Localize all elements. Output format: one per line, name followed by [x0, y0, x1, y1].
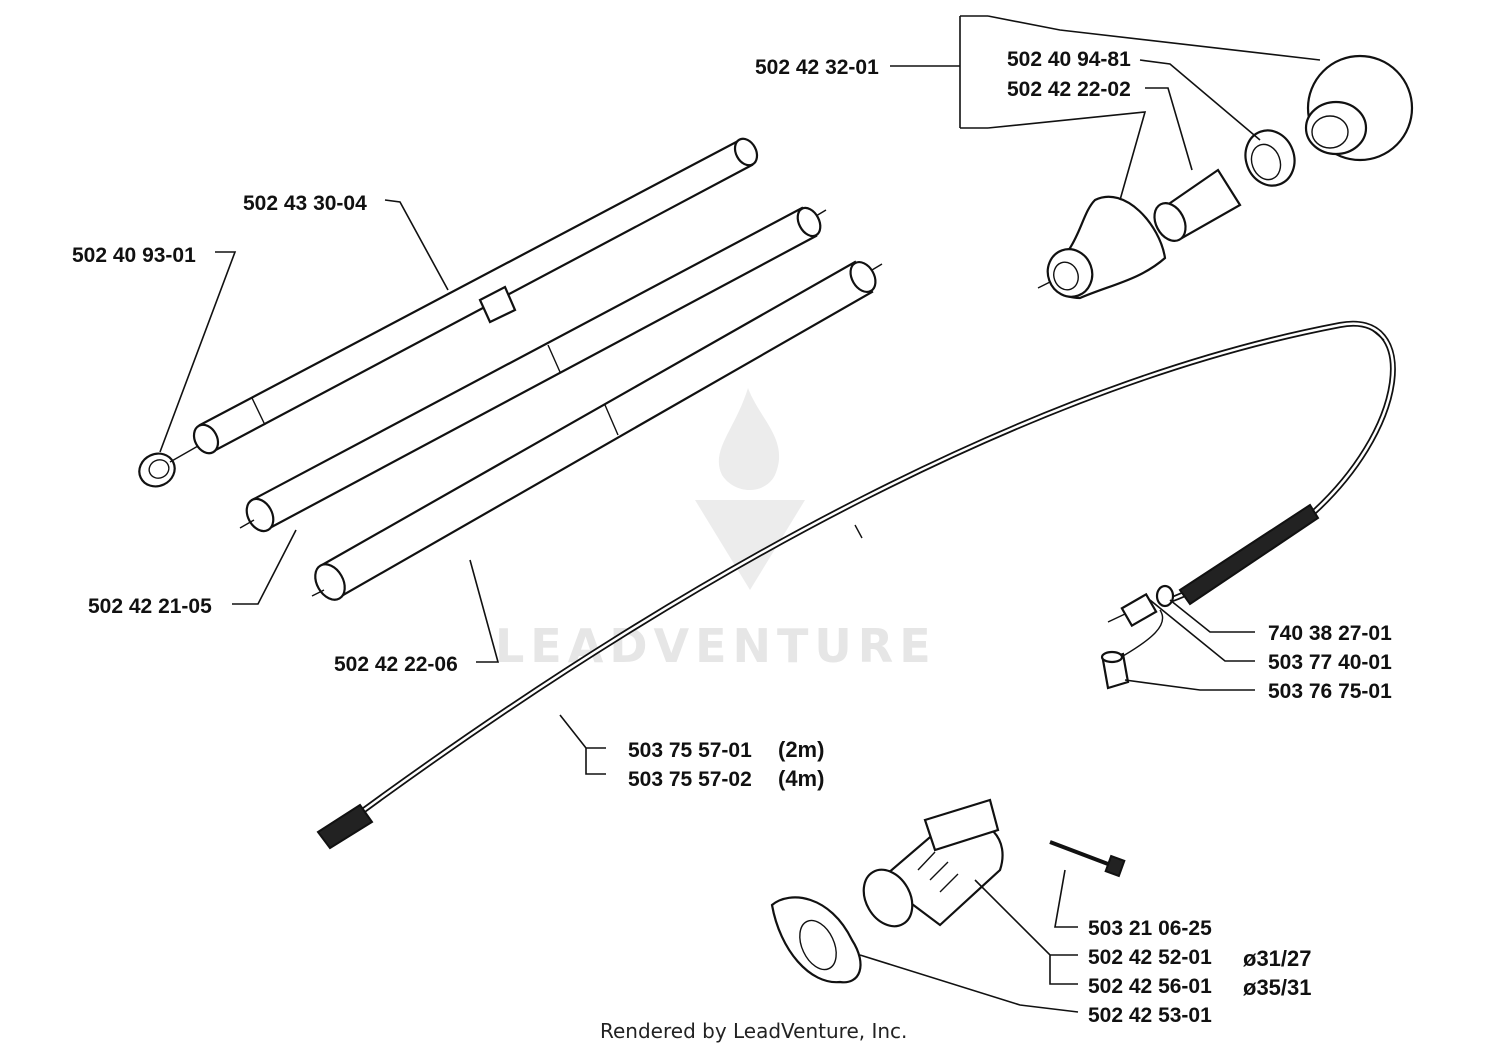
footer-credit: Rendered by LeadVenture, Inc. [600, 1019, 907, 1043]
part-503-77-40-01[interactable]: 503 77 40-01 [1268, 651, 1392, 674]
part-502-42-56-01[interactable]: 502 42 56-01 [1088, 975, 1212, 998]
cable-cap [1100, 609, 1164, 690]
note-diameter-35-31: ø35/31 [1243, 975, 1312, 1000]
bearing-cup-small [1037, 195, 1167, 300]
watermark: LEADVENTURE [495, 388, 937, 673]
cable-end-fitting [1107, 584, 1175, 628]
drive-cable [316, 320, 1396, 850]
clamp-knob [770, 896, 862, 984]
leader-lines [159, 15, 1321, 1013]
part-502-42-22-02[interactable]: 502 42 22-02 [1007, 78, 1131, 101]
part-502-40-94-81[interactable]: 502 40 94-81 [1007, 48, 1131, 71]
bearing-cup-large [1304, 54, 1414, 162]
part-502-42-32-01[interactable]: 502 42 32-01 [755, 56, 879, 79]
clamp-ring [1244, 129, 1296, 187]
coupling-housing [862, 798, 1004, 928]
watermark-v-icon [695, 500, 805, 590]
watermark-flame-icon [718, 388, 780, 490]
part-502-40-93-01[interactable]: 502 40 93-01 [72, 244, 196, 267]
part-503-75-57-02[interactable]: 503 75 57-02 [628, 768, 752, 791]
part-502-42-22-06[interactable]: 502 42 22-06 [334, 653, 458, 676]
note-length-2m: (2m) [778, 737, 824, 762]
tube-middle [239, 206, 827, 533]
part-503-75-57-01[interactable]: 503 75 57-01 [628, 739, 752, 762]
tube-bottom [311, 260, 883, 601]
bushing [1153, 168, 1242, 242]
part-503-21-06-25[interactable]: 503 21 06-25 [1088, 917, 1212, 940]
watermark-text: LEADVENTURE [495, 619, 937, 673]
part-502-42-53-01[interactable]: 502 42 53-01 [1088, 1004, 1212, 1027]
note-length-4m: (4m) [778, 766, 824, 791]
part-502-42-21-05[interactable]: 502 42 21-05 [88, 595, 212, 618]
part-740-38-27-01[interactable]: 740 38 27-01 [1268, 622, 1392, 645]
part-502-42-52-01[interactable]: 502 42 52-01 [1088, 946, 1212, 969]
note-diameter-31-27: ø31/27 [1243, 946, 1312, 971]
hose-clamp-left [138, 445, 199, 488]
screw [1049, 840, 1126, 878]
part-502-43-30-04[interactable]: 502 43 30-04 [243, 192, 367, 215]
tube-top [192, 137, 759, 455]
part-503-76-75-01[interactable]: 503 76 75-01 [1268, 680, 1392, 703]
